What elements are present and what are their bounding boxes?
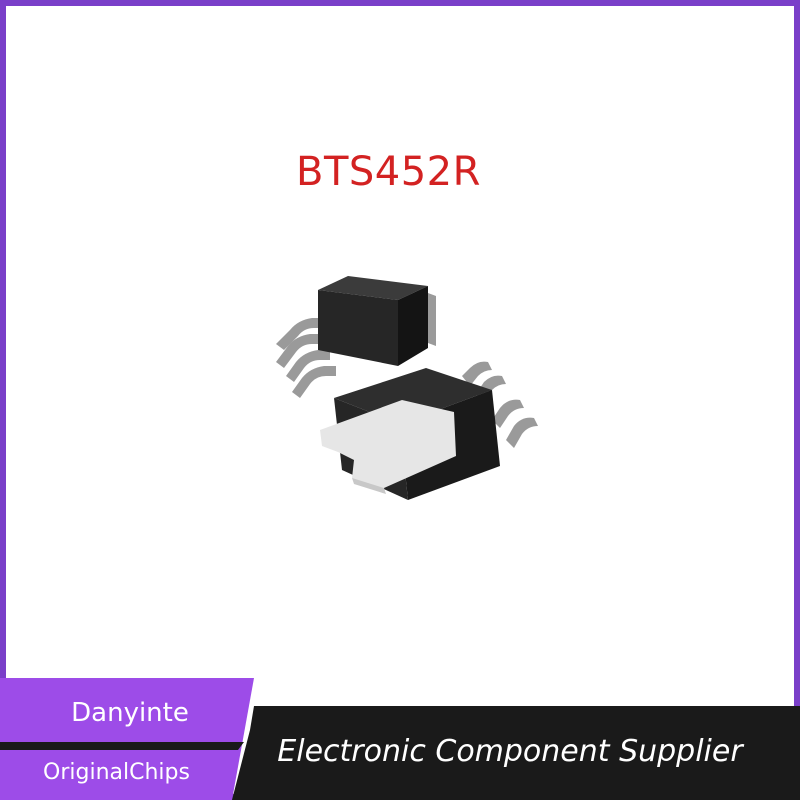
supplier-caption: Electronic Component Supplier xyxy=(277,734,743,769)
brand-name: Danyinte xyxy=(71,698,189,728)
lower-chip-leads xyxy=(462,361,538,448)
upper-chip-leads xyxy=(276,318,336,398)
upper-lead-4 xyxy=(292,366,336,398)
upper-chip-front xyxy=(318,290,398,366)
upper-lead-3 xyxy=(286,350,330,382)
upper-chip xyxy=(276,276,436,398)
upper-lead-2 xyxy=(276,334,323,368)
upper-chip-top xyxy=(318,276,428,300)
brand-tagline: OriginalChips xyxy=(43,760,190,785)
banner-dark-bar xyxy=(232,706,800,800)
lower-chip-pad-edge xyxy=(352,478,386,494)
upper-chip-side xyxy=(398,286,428,366)
banner-purple-block xyxy=(0,678,254,800)
upper-lead-1 xyxy=(276,318,323,350)
banner-divider-strip xyxy=(0,742,244,750)
lower-lead-3 xyxy=(492,399,524,428)
lower-lead-4 xyxy=(506,417,538,448)
lower-chip-pad xyxy=(320,400,456,490)
lower-chip-top xyxy=(334,368,492,424)
lower-chip xyxy=(320,361,538,500)
lower-lead-1 xyxy=(462,361,492,386)
part-number-label: BTS452R xyxy=(296,149,481,195)
